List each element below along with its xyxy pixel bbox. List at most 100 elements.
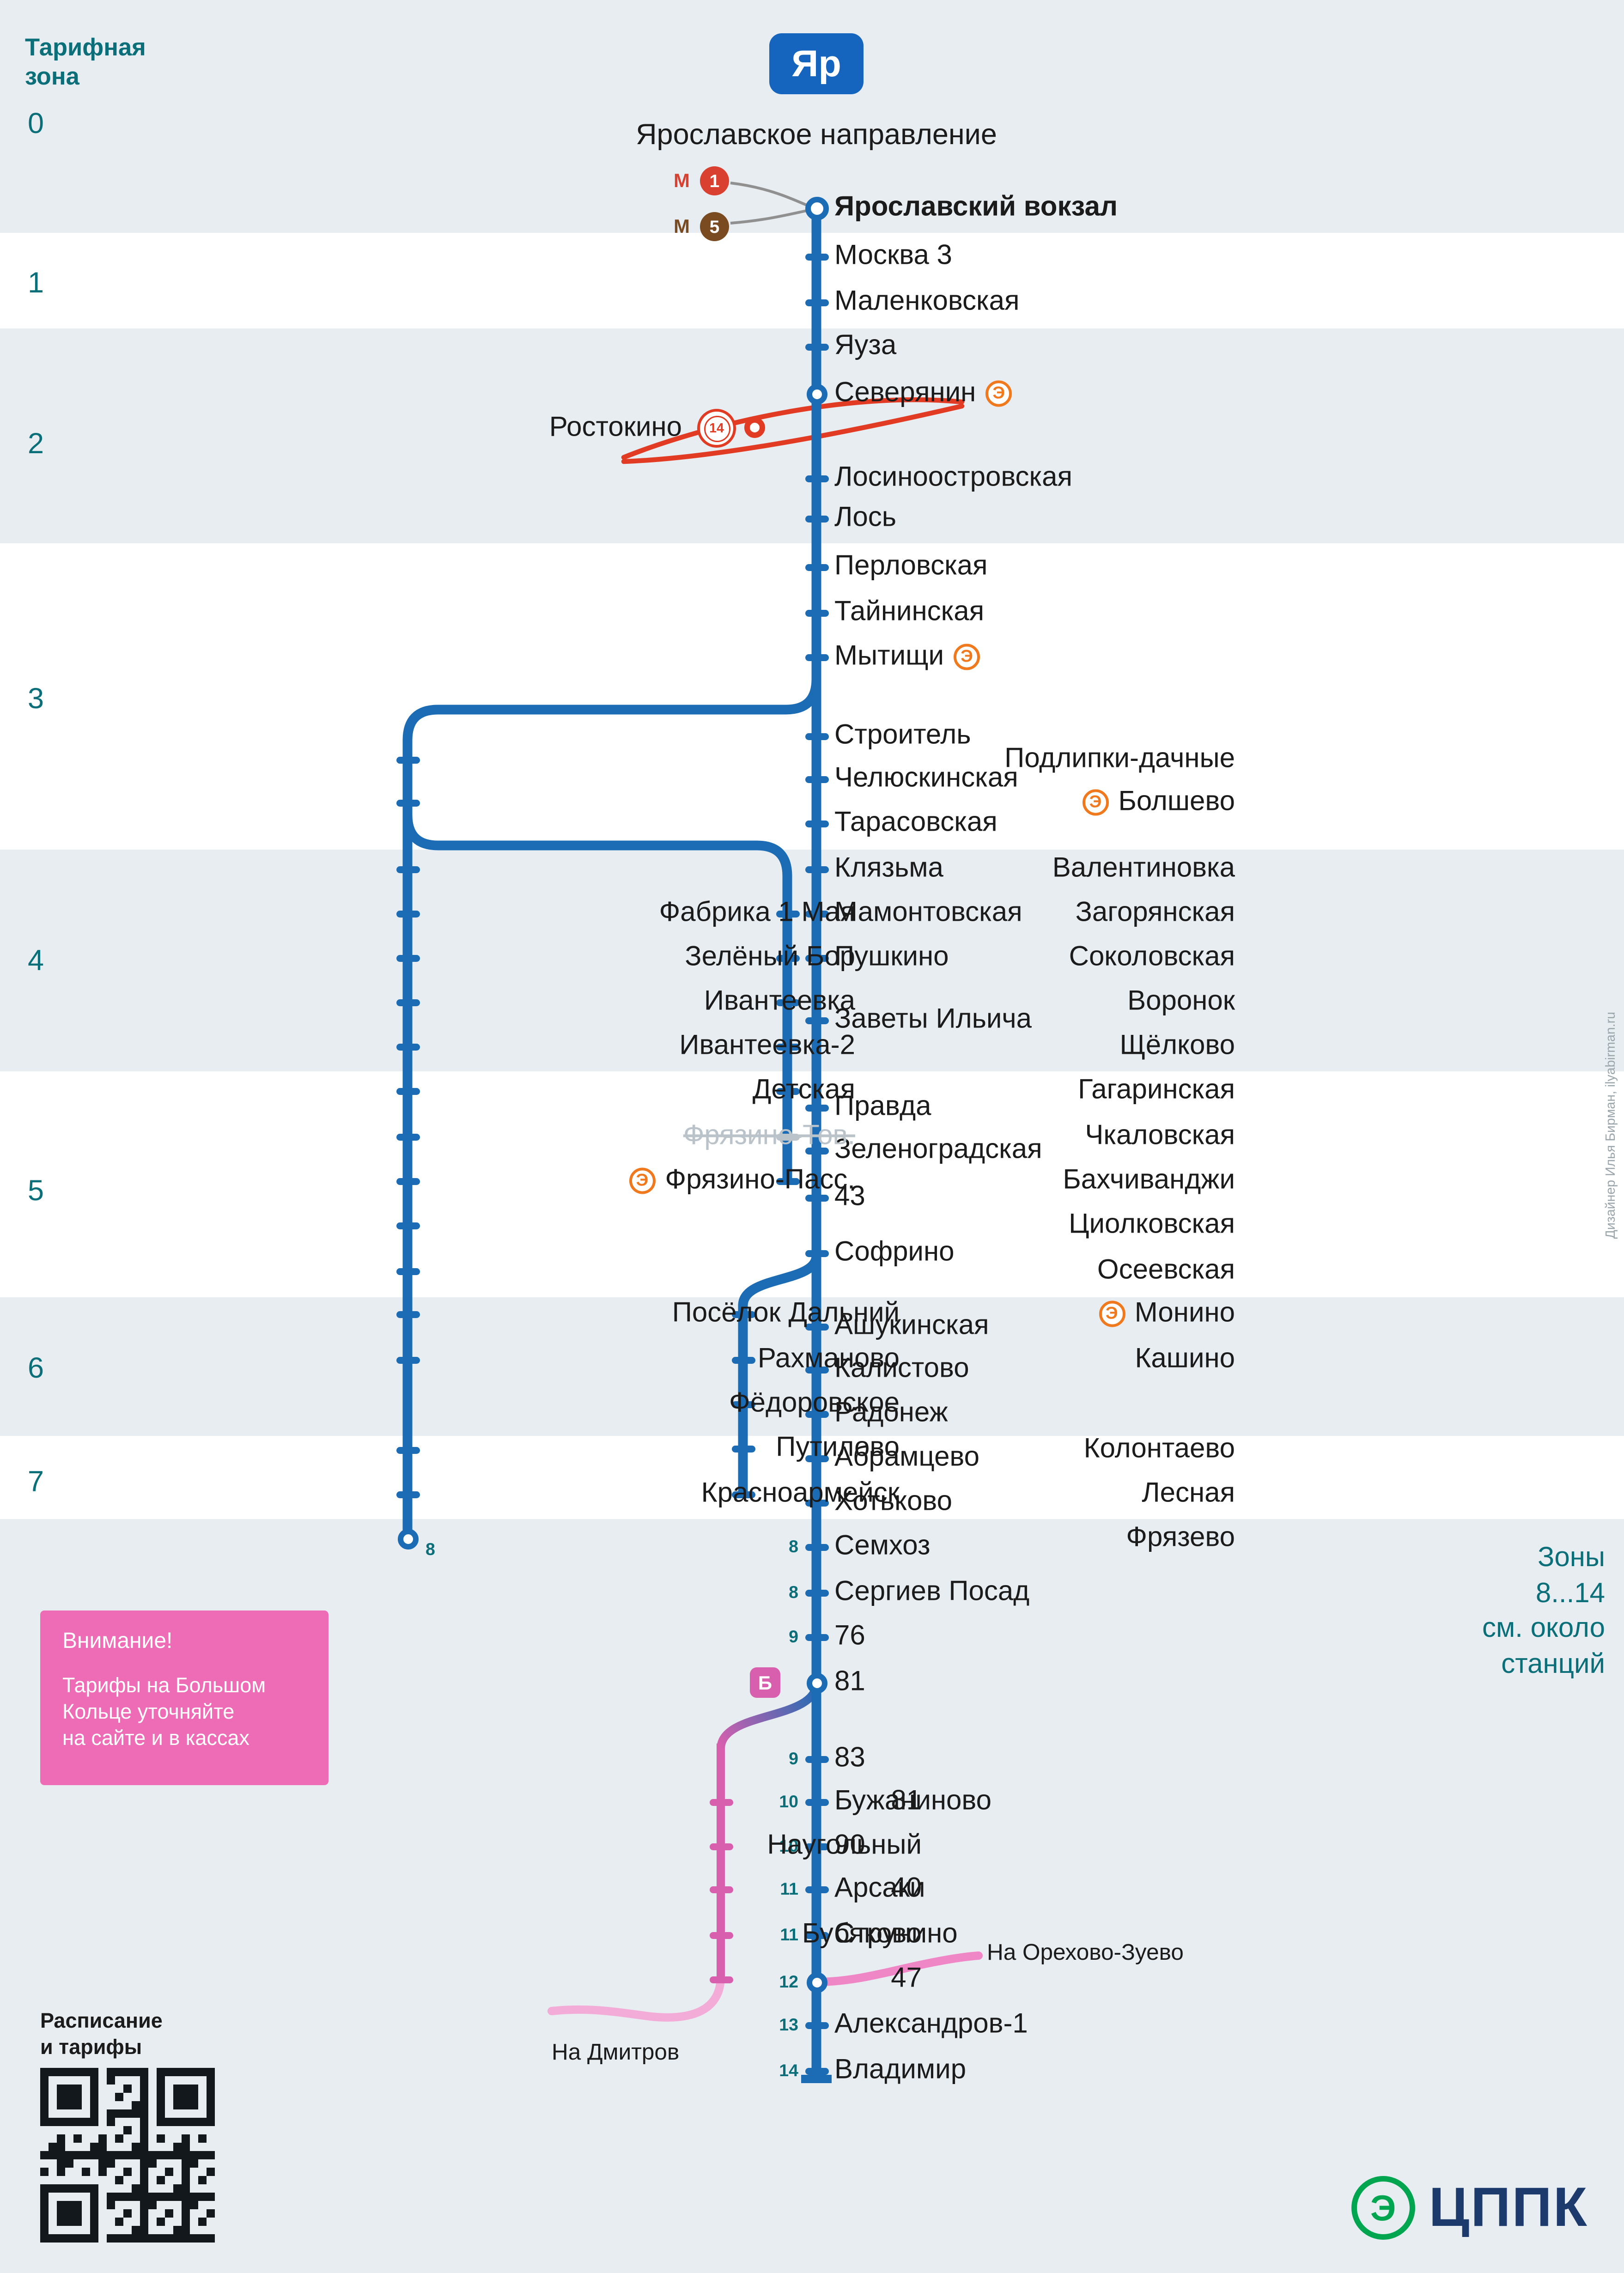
- station-label: Семхоз: [834, 1532, 931, 1562]
- station-tick: [395, 1177, 420, 1185]
- schedule-label: Расписание и тарифы: [40, 2010, 163, 2060]
- zone-digit: 9: [789, 1627, 798, 1647]
- tariff-zone-number: 1: [28, 267, 44, 299]
- station-name: 83: [834, 1743, 865, 1774]
- tariff-zone-number: 2: [28, 428, 44, 460]
- station-label: Чкаловская: [1085, 1121, 1235, 1151]
- station-label: Клязьма: [834, 854, 943, 884]
- station-name: Москва 3: [834, 240, 952, 271]
- station-name: Яуза: [834, 330, 897, 361]
- station-label: Соколовская: [1069, 942, 1235, 972]
- metro-m-icon: М: [674, 169, 690, 191]
- station-name: Фабрика 1 Мая: [659, 897, 855, 928]
- station-name: Заветы Ильича: [834, 1004, 1032, 1035]
- zone-digit: 12: [779, 1972, 798, 1992]
- station-tick: [804, 343, 828, 350]
- station-name: Лосиноостровская: [834, 462, 1073, 493]
- notice-body: Тарифы на Большом Кольце уточняйте на са…: [62, 1674, 266, 1751]
- station-label: 81: [834, 1667, 865, 1697]
- station-name: Лось: [834, 502, 897, 533]
- station-name: Зелёный Бор: [685, 942, 855, 972]
- station-tick: [804, 1842, 828, 1850]
- station-name: 76: [834, 1621, 865, 1652]
- station-tick: [804, 653, 828, 661]
- mck-14-badge: 14: [697, 409, 736, 448]
- station-label: Маленковская: [834, 287, 1020, 317]
- station-tick: [804, 515, 828, 522]
- station-tick: [804, 474, 828, 482]
- station-label: Пушкино: [834, 942, 949, 972]
- station-label: Фрязево: [1126, 1523, 1235, 1553]
- station-label: Осеевская: [1097, 1256, 1235, 1286]
- station-name: Воронок: [1127, 986, 1235, 1017]
- tariff-zone-number: 5: [28, 1175, 44, 1207]
- station-tick: [395, 1222, 420, 1229]
- zone-digit: 9: [789, 1749, 798, 1769]
- cppk-express-icon: Э: [1098, 1301, 1125, 1327]
- station-node: [806, 1672, 827, 1693]
- station-tick: [731, 1400, 755, 1408]
- station-tick: [804, 298, 828, 306]
- station-label: 90: [834, 1831, 865, 1861]
- station-tick: [804, 1454, 828, 1462]
- station-name: Ивантеевка: [704, 986, 855, 1017]
- station-name: Кашино: [1135, 1343, 1235, 1374]
- station-tick: [804, 865, 828, 873]
- station-name: Челюскинская: [834, 763, 1018, 794]
- station-label: Александров-1: [834, 2010, 1028, 2040]
- zone-digit: 8: [426, 1540, 435, 1559]
- station-name: Путилово: [776, 1432, 900, 1463]
- station-label: Лосиноостровская: [834, 462, 1073, 493]
- station-name: Хотьково: [834, 1486, 952, 1517]
- station-label: Калистово: [834, 1354, 969, 1384]
- station-label: Строитель: [834, 720, 971, 751]
- station-tick: [395, 954, 420, 961]
- station-name: Гагаринская: [1078, 1075, 1235, 1106]
- mck-line: [621, 397, 965, 460]
- station-label: Радонеж: [834, 1398, 948, 1428]
- station-node-rostokino: [744, 417, 765, 438]
- station-tick: [804, 910, 828, 917]
- mck-line: [621, 403, 965, 464]
- station-name: Колонтаево: [1083, 1434, 1235, 1465]
- station-name: Валентиновка: [1052, 853, 1235, 884]
- station-label: Лесная: [1142, 1479, 1235, 1509]
- station-label: Красноармейск: [701, 1479, 900, 1509]
- station-label: 47: [891, 1964, 922, 1994]
- metro-line-icon: 1: [700, 165, 729, 195]
- station-label: 43: [834, 1181, 865, 1212]
- zone-digit: 11: [780, 1879, 798, 1899]
- station-label: Щёлково: [1119, 1031, 1235, 1061]
- metro-m-icon: М: [674, 215, 690, 237]
- zone-digit: 14: [779, 2061, 798, 2080]
- station-tick: [804, 732, 828, 740]
- station-name: Фёдоровское: [729, 1388, 900, 1419]
- station-name: 43: [834, 1181, 865, 1212]
- station-name: Радонеж: [834, 1398, 948, 1428]
- station-tick: [731, 1445, 755, 1452]
- station-name: Строитель: [834, 720, 971, 751]
- station-label: Колонтаево: [1083, 1434, 1235, 1465]
- station-tick: [804, 1798, 828, 1805]
- station-label: Рахманово: [758, 1344, 900, 1374]
- station-tick: [709, 1798, 733, 1805]
- station-label: Перловская: [834, 552, 988, 582]
- station-label: Валентиновка: [1052, 853, 1235, 884]
- station-label: Бахчиванджи: [1063, 1166, 1235, 1196]
- station-label: Гагаринская: [1078, 1076, 1235, 1106]
- station-tick: [709, 1975, 733, 1983]
- station-label: Воронок: [1127, 986, 1235, 1017]
- station-tick: [804, 1147, 828, 1154]
- station-tick: [804, 1104, 828, 1111]
- tariff-zone-number: 6: [28, 1353, 44, 1385]
- station-label: Наугольный: [767, 1831, 922, 1861]
- station-tick: [395, 998, 420, 1006]
- notice-title: Внимание!: [62, 1630, 173, 1653]
- station-label: Владимир: [834, 2055, 966, 2085]
- cppk-express-icon: Э: [1082, 789, 1109, 816]
- station-name: Ашукинская: [834, 1310, 989, 1341]
- station-name: Пушкино: [834, 942, 949, 972]
- station-tick: [395, 865, 420, 873]
- zone-digit: 10: [779, 1792, 798, 1811]
